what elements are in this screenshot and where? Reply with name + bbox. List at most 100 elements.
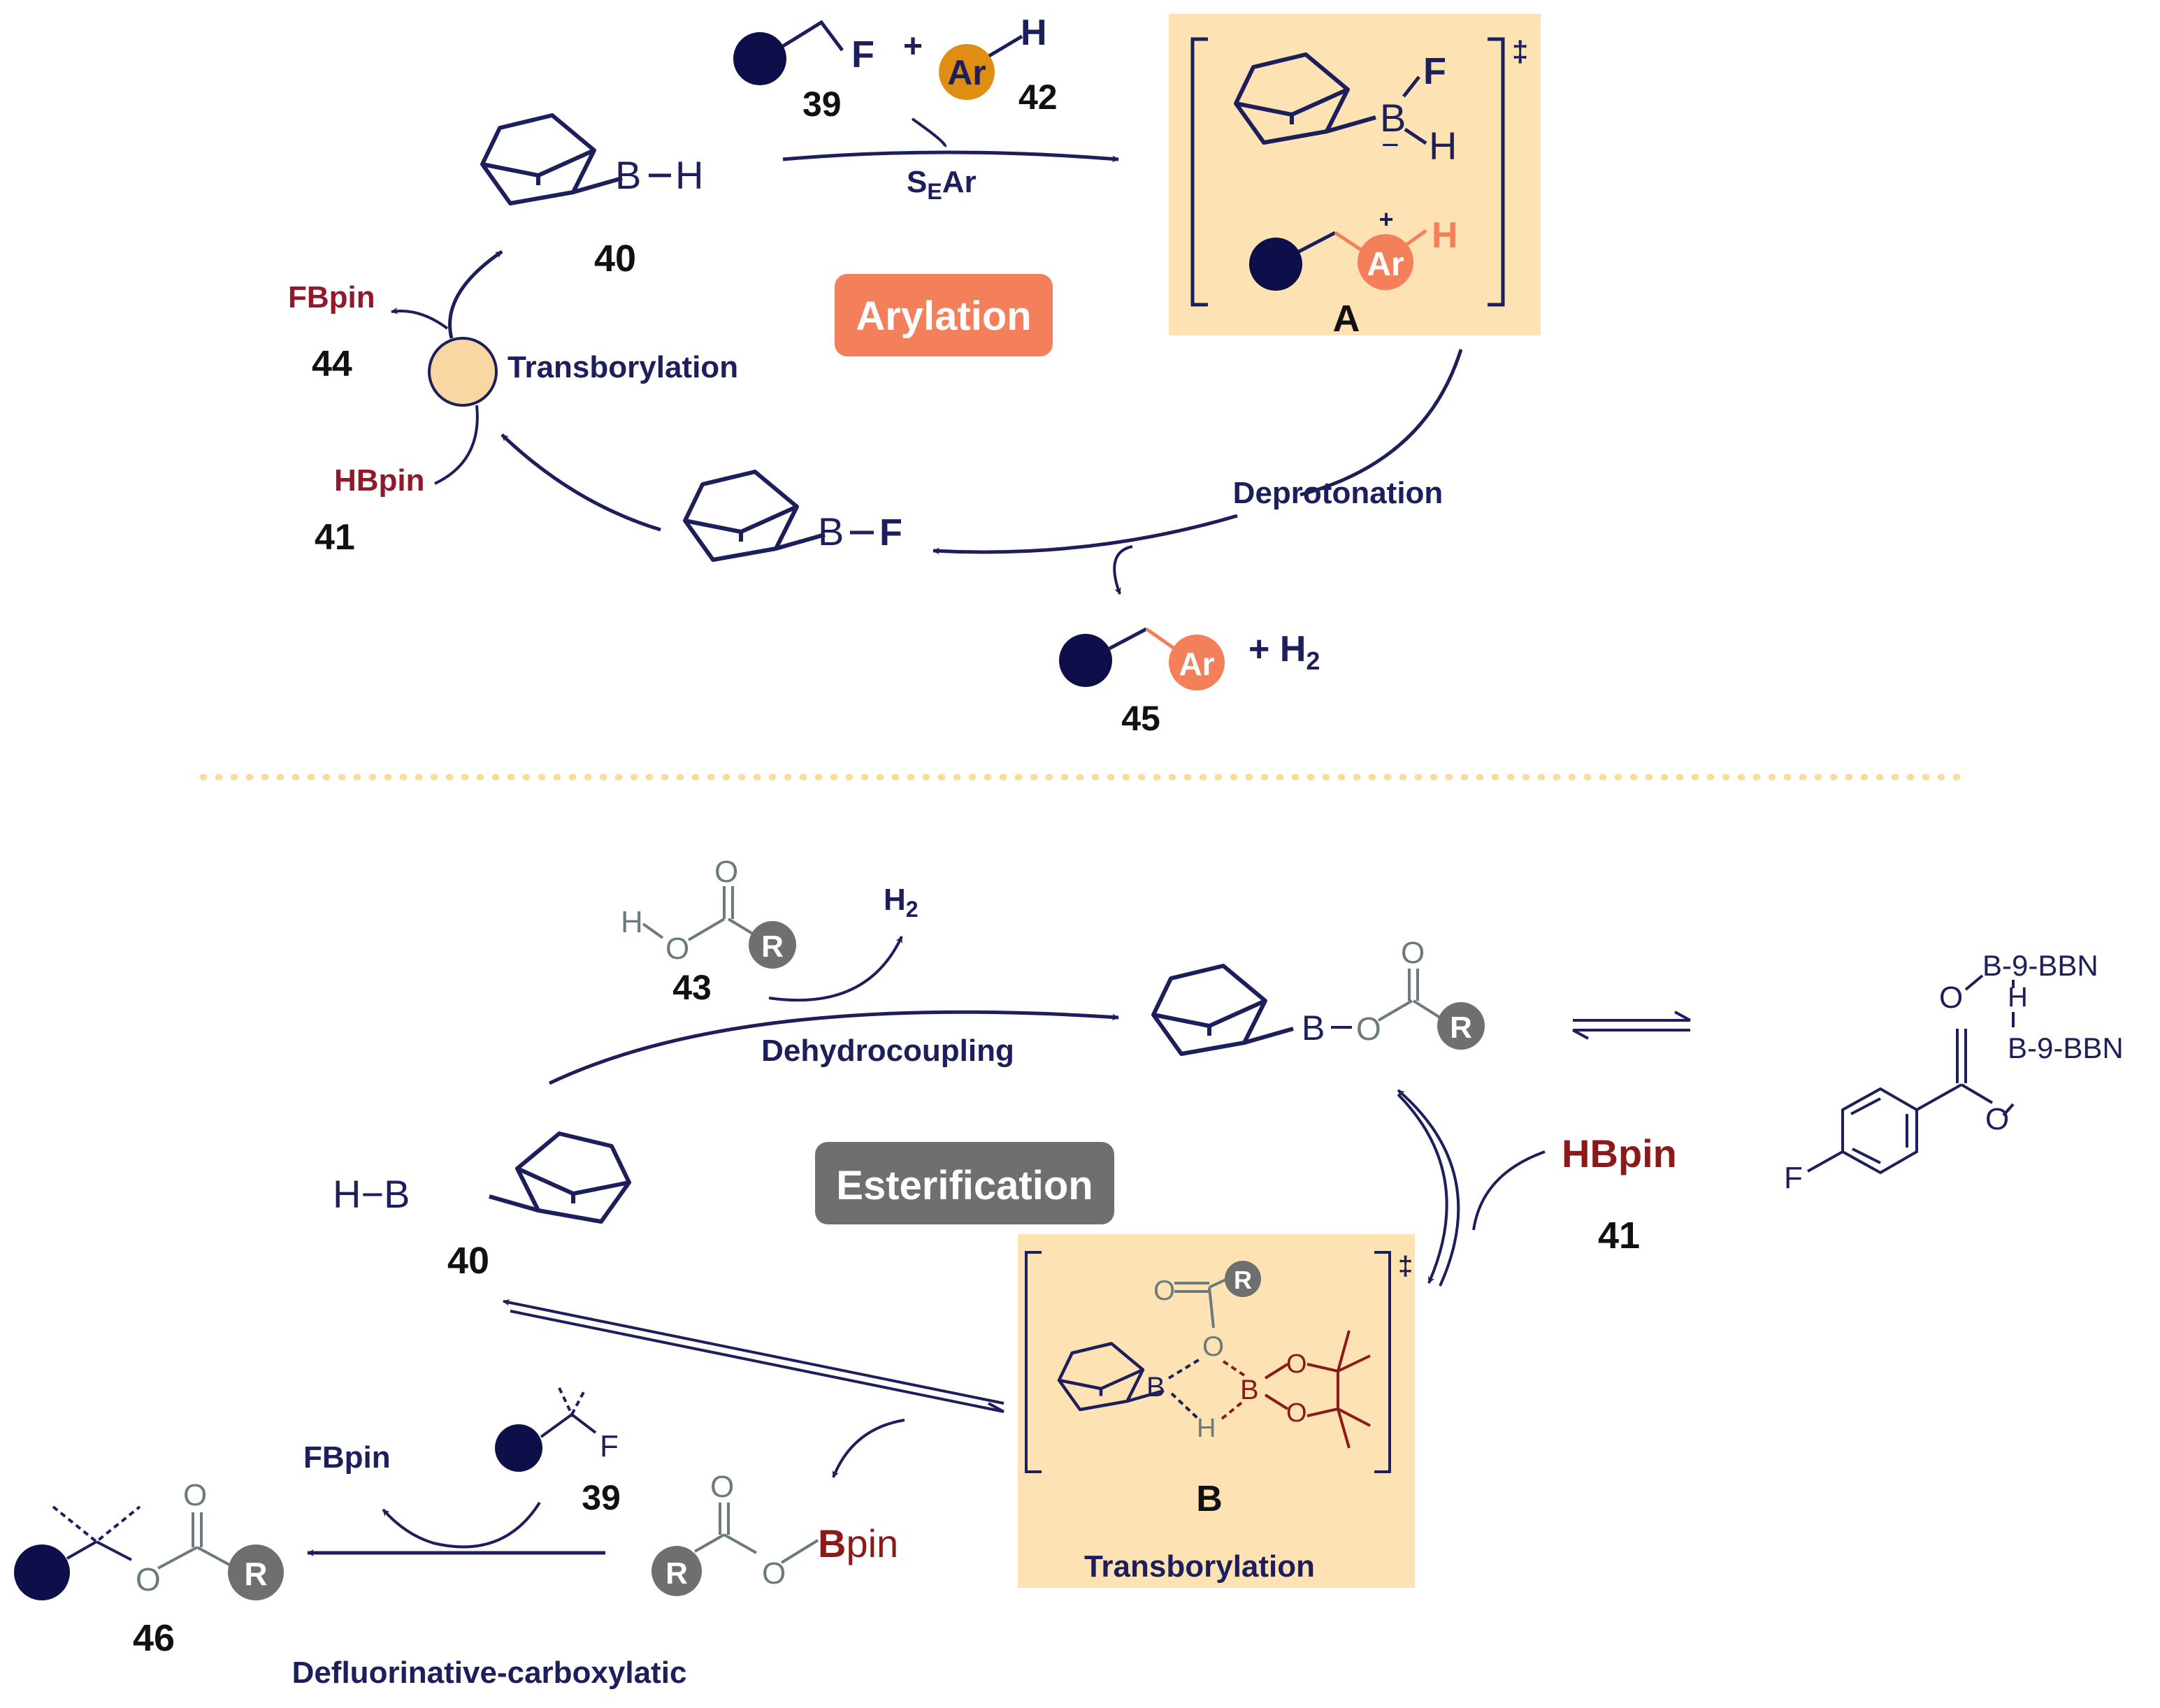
compound-number-46: 46 [133, 1617, 175, 1659]
release-arrow [832, 1419, 905, 1478]
equilibrium-arrows [1573, 1019, 1690, 1032]
fluorine-label: F [1784, 1161, 1803, 1195]
boron-label: B [1146, 1372, 1165, 1403]
product-46: O O R 46 [14, 1478, 284, 1659]
forward-arrow [510, 1310, 1005, 1413]
r-label: R [1234, 1266, 1252, 1294]
compound-number-41: 41 [315, 517, 355, 558]
ar-label: Ar [947, 53, 986, 92]
r-label: R [1450, 1011, 1472, 1045]
transition-dagger: ‡ [1398, 1252, 1413, 1281]
bpin-label: Bpin [818, 1521, 898, 1565]
fbpin-label: FBpin [303, 1440, 391, 1475]
bbn-f: B F [685, 472, 902, 560]
bbn-label: B-9-BBN [2008, 1032, 2124, 1064]
oxygen-label: O [714, 855, 738, 889]
boron-label: B [1240, 1375, 1259, 1405]
hydrogen-label: H [1021, 13, 1047, 53]
bottom-panel: H O O R 43 H2 Dehydrocoupling B O O [14, 855, 2124, 1690]
compound-number-40: 40 [594, 238, 636, 280]
bridging-hydrogen: H [2008, 982, 2028, 1013]
negative-charge: − [1381, 128, 1399, 162]
hydrogen-label: H [621, 905, 643, 939]
defluorinative-label: Defluorinative-carboxylatic [292, 1656, 687, 1690]
return-arrow [501, 433, 661, 532]
intermediate-a-box: ‡ B F H − Ar + H A [1169, 14, 1541, 340]
fluorine-label: F [1423, 50, 1446, 92]
reagent-39: F 39 [733, 20, 874, 124]
hbpin-in-curve [1472, 1150, 1546, 1231]
compound-number-43: 43 [672, 968, 712, 1007]
r-label: R [244, 1556, 267, 1592]
reverse-arrow [1397, 1089, 1460, 1287]
ar-label: Ar [1179, 646, 1214, 682]
compound-number-44: 44 [312, 344, 352, 384]
to-transborylation-arrow [1397, 1093, 1448, 1284]
fbpin-label: FBpin [288, 280, 375, 314]
transborylation-node: Transborylation FBpin 44 HBpin 41 [288, 249, 738, 558]
transborylation-label: Transborylation [1084, 1549, 1315, 1584]
oxygen-label: O [1286, 1349, 1307, 1379]
oxygen-label: O [1939, 980, 1963, 1015]
sear-label: SEAr [907, 165, 977, 204]
oxygen-label: O [665, 932, 689, 966]
boron-label: B [1302, 1008, 1325, 1048]
ar-label: Ar [1367, 246, 1404, 283]
regeneration-arrow [503, 1298, 1005, 1405]
oxygen-label: O [1153, 1275, 1175, 1306]
hb-label: H−B [333, 1172, 410, 1216]
hydrogen-label: H [1429, 124, 1457, 168]
dehydrocoupling-arrow [548, 1010, 1119, 1085]
oxygen-label: O [1202, 1331, 1224, 1362]
svg-text:Arylation: Arylation [856, 294, 1031, 339]
boron-label: B [818, 509, 844, 553]
oxygen-label: O [1286, 1398, 1307, 1428]
hbpin-label: HBpin [1562, 1131, 1677, 1175]
svg-text:Esterification: Esterification [836, 1163, 1093, 1208]
oxygen-label: O [1401, 936, 1425, 970]
reagent-in-curve [911, 117, 947, 148]
oxygen-label: O [1356, 1011, 1381, 1047]
dehydrocoupling-label: Dehydrocoupling [761, 1034, 1014, 1068]
transition-dagger: ‡ [1512, 35, 1528, 68]
deprotonation-arrow [933, 514, 1238, 555]
compound-number-42: 42 [1018, 78, 1058, 117]
bbn-label: B-9-BBN [1982, 949, 2098, 982]
dimer-structure: F O O B-9-BBN H B-9-BBN [1784, 949, 2124, 1195]
compound-number-39: 39 [582, 1478, 621, 1517]
boryl-ester: B O O R [1153, 936, 1485, 1054]
deprotonation-arc [1299, 349, 1463, 497]
arylation-badge: Arylation [835, 274, 1053, 356]
fbpin-release-arrow [382, 1501, 541, 1549]
intermediate-label: A [1333, 298, 1360, 340]
top-panel: F 39 + Ar H 42 SEAr B H 40 Arylation [288, 13, 1541, 738]
oxygen-label: O [1985, 1102, 2009, 1136]
h2-release-arrow [768, 936, 903, 1001]
fluorine-label: F [600, 1429, 619, 1463]
esterification-badge: Esterification [815, 1142, 1114, 1224]
bbn-h-40-bottom: H−B 40 [333, 1134, 629, 1282]
oxygen-label: O [136, 1561, 161, 1598]
h2-label: H2 [884, 883, 919, 922]
oxygen-label: O [183, 1478, 207, 1512]
intermediate-label: B [1196, 1479, 1223, 1519]
acyloxy-bpin: R O O Bpin [651, 1470, 898, 1596]
hbpin-label: HBpin [334, 463, 425, 498]
compound-number-40: 40 [447, 1240, 489, 1282]
plus-sign: + [903, 28, 923, 65]
transborylation-label: Transborylation [507, 350, 738, 384]
oxygen-label: O [710, 1470, 734, 1504]
positive-charge: + [1378, 205, 1393, 233]
product-release-arrow [1113, 545, 1133, 595]
intermediate-b-box: ‡ O R O B H B O O B Transbor [1018, 1234, 1415, 1588]
product-45: Ar 45 + H2 [1059, 627, 1320, 738]
compound-number-45: 45 [1121, 699, 1160, 738]
compound-number-39: 39 [802, 85, 842, 124]
hydrogen-label: H [1197, 1414, 1216, 1443]
r-label: R [665, 1556, 688, 1591]
deprotonation-label: Deprotonation [1233, 476, 1443, 510]
reagent-42: Ar H 42 [939, 13, 1058, 117]
bbn-h-40: B H 40 [482, 115, 703, 280]
r-label: R [761, 929, 784, 964]
